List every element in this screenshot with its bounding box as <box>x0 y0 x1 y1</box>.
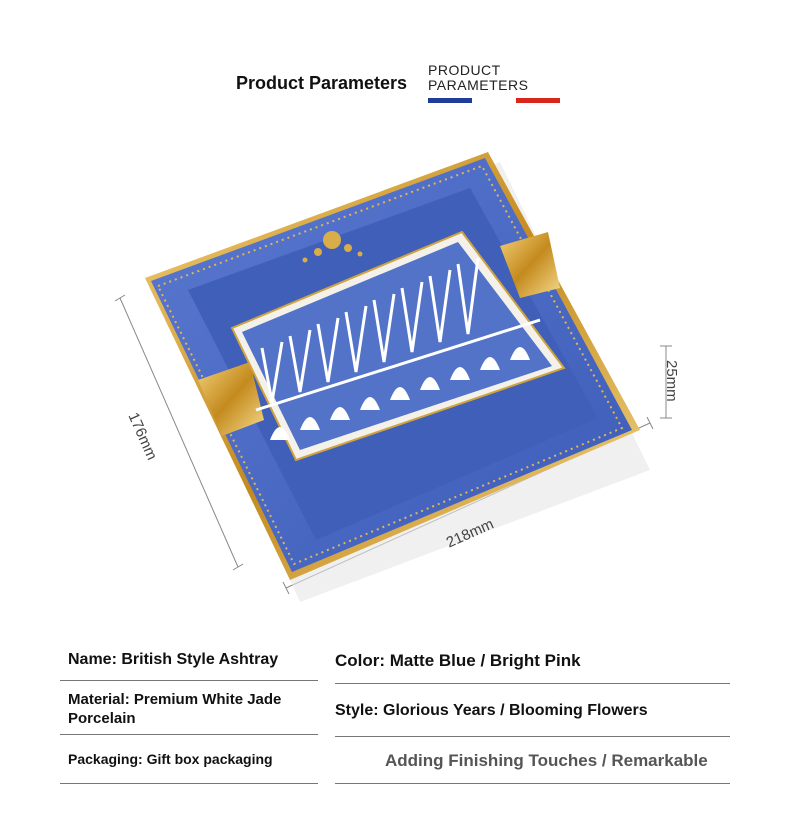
page-title-english-line2: PARAMETERS <box>428 77 529 93</box>
param-material: Material: Premium White Jade Porcelain <box>68 690 281 728</box>
param-material-line2: Porcelain <box>68 710 136 727</box>
divider <box>335 683 730 684</box>
product-photo: 176mm 218mm 25mm <box>0 140 790 610</box>
product-parameters: Name: British Style Ashtray Color: Matte… <box>0 630 790 800</box>
divider <box>60 734 318 735</box>
page-title-english: PRODUCT PARAMETERS <box>428 63 528 93</box>
param-name: Name: British Style Ashtray <box>68 651 279 668</box>
accent-bar-red <box>516 98 560 103</box>
param-color: Color: Matte Blue / Bright Pink <box>335 651 581 670</box>
page-title-english-line1: PRODUCT <box>428 62 501 78</box>
page-title: Product Parameters <box>236 73 408 93</box>
accent-bar-blue <box>428 98 472 103</box>
dimension-height-label: 25mm <box>663 360 680 402</box>
divider <box>60 783 318 784</box>
param-style: Style: Glorious Years / Blooming Flowers <box>335 702 648 719</box>
header: Product Parameters PRODUCT PARAMETERS <box>0 55 790 115</box>
param-packaging: Packaging: Gift box packaging <box>68 751 273 767</box>
ashtray-illustration-icon <box>114 152 672 602</box>
divider <box>335 736 730 737</box>
divider <box>335 783 730 784</box>
param-tagline: Adding Finishing Touches / Remarkable <box>385 751 708 770</box>
param-material-line1: Material: Premium White Jade <box>68 691 282 708</box>
divider <box>60 680 318 681</box>
